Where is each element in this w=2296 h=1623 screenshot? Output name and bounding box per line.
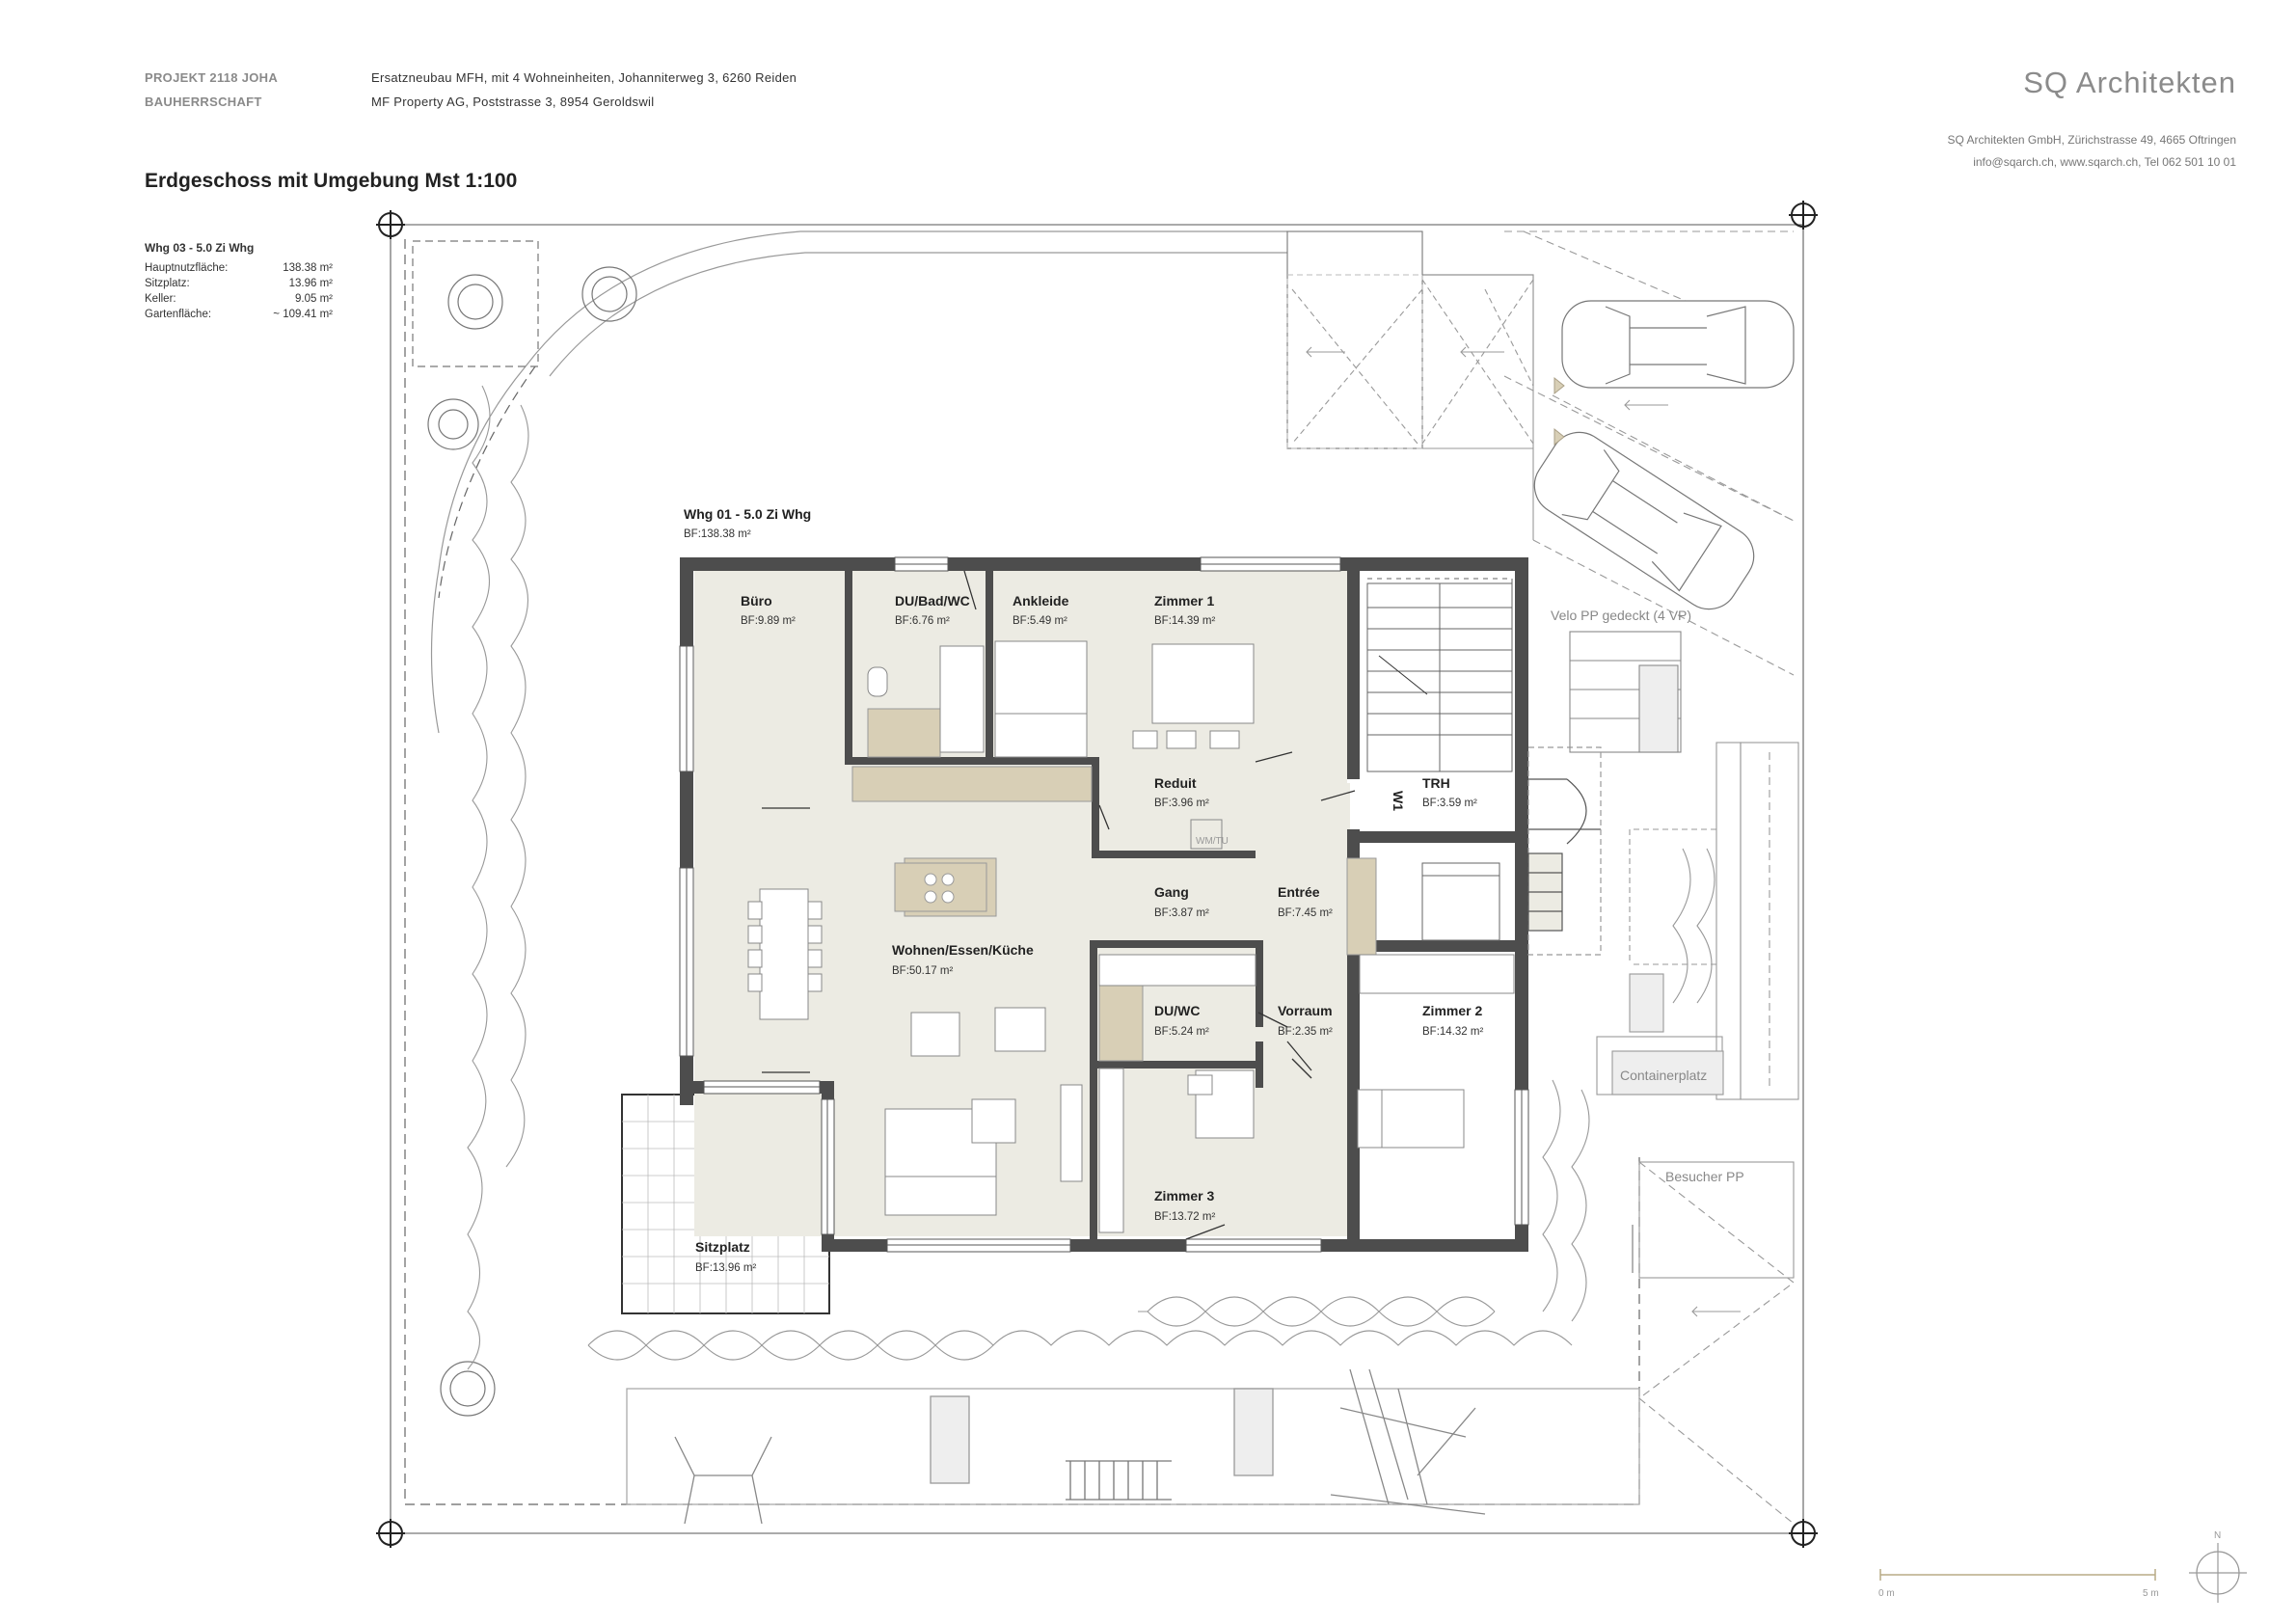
room-zimmer2-name: Zimmer 2	[1422, 1003, 1482, 1018]
room-ankleide-area: BF:5.49 m²	[1013, 615, 1067, 627]
corner-markers	[376, 201, 1818, 1548]
label-velo: Velo PP gedeckt (4 VP)	[1551, 608, 1691, 623]
address-line2: info@sqarch.ch, www.sqarch.ch, Tel 062 5…	[1973, 155, 2236, 169]
room-duwc-name: DU/WC	[1154, 1003, 1200, 1018]
room-vorraum-area: BF:2.35 m²	[1278, 1026, 1333, 1038]
car-icon	[1561, 300, 1795, 389]
project-label: PROJEKT 2118 JOHA	[145, 70, 279, 85]
room-zimmer1-area: BF:14.39 m²	[1154, 615, 1215, 627]
cooktop-icon	[894, 862, 987, 912]
label-container: Containerplatz	[1620, 1068, 1707, 1083]
unit-area: BF:138.38 m²	[684, 528, 751, 540]
trees	[412, 240, 637, 1417]
garden-paths	[430, 230, 1287, 734]
room-reduit-name: Reduit	[1154, 775, 1197, 791]
room-wohnen-name: Wohnen/Essen/Küche	[892, 942, 1034, 958]
room-entree-name: Entrée	[1278, 884, 1320, 900]
room-zimmer3-name: Zimmer 3	[1154, 1188, 1214, 1204]
scale-bar: 0 m 5 m	[1878, 1569, 2159, 1599]
label-w1: W1	[1391, 791, 1406, 811]
room-sitzplatz-area: BF:13.96 m²	[695, 1262, 756, 1274]
entrance-door	[1527, 746, 1602, 956]
room-zimmer2-area: BF:14.32 m²	[1422, 1026, 1483, 1038]
north-arrow-icon: N	[2189, 1530, 2247, 1603]
unit-name: Whg 01 - 5.0 Zi Whg	[684, 506, 811, 522]
room-trh-area: BF:3.59 m²	[1422, 798, 1477, 809]
room-gang-name: Gang	[1154, 884, 1189, 900]
room-zimmer1-name: Zimmer 1	[1154, 593, 1214, 609]
label-besucher: Besucher PP	[1665, 1169, 1744, 1184]
east-structures	[1596, 742, 1799, 1525]
room-entree-area: BF:7.45 m²	[1278, 907, 1333, 919]
windows	[679, 556, 1529, 1253]
stair-core	[1366, 578, 1513, 941]
car-icon	[1533, 431, 1755, 610]
interior-doors	[762, 570, 1356, 1240]
summary-title: Whg 03 - 5.0 Zi Whg	[145, 241, 255, 255]
room-buero-area: BF:9.89 m²	[741, 615, 796, 627]
address-line1: SQ Architekten GmbH, Zürichstrasse 49, 4…	[1947, 133, 2236, 147]
hedge-west	[467, 385, 529, 1370]
room-dubad-area: BF:6.76 m²	[895, 615, 950, 627]
site-labels: Velo PP gedeckt (4 VP) Containerplatz Be…	[1196, 608, 1744, 1184]
summary-row: Sitzplatz:13.96 m²	[145, 278, 333, 289]
hedge-east	[1542, 848, 1715, 1322]
label-wmtu: WM/TU	[1196, 836, 1229, 847]
brand-logo: SQ Architekten	[2023, 66, 2236, 99]
parking-markers	[1553, 376, 1565, 446]
south-play-area	[626, 1368, 1640, 1525]
hedge-south	[587, 1296, 1573, 1361]
room-ankleide-name: Ankleide	[1013, 593, 1069, 609]
scale-start: 0 m	[1878, 1588, 1895, 1599]
owner-text: MF Property AG, Poststrasse 3, 8954 Gero…	[371, 95, 655, 109]
scale-end: 5 m	[2143, 1588, 2159, 1599]
room-reduit-area: BF:3.96 m²	[1154, 798, 1209, 809]
owner-label: BAUHERRSCHAFT	[145, 95, 262, 109]
furniture	[747, 640, 1515, 1233]
north-label: N	[2214, 1530, 2221, 1541]
parking-area	[1286, 230, 1795, 676]
room-labels: Büro BF:9.89 m² DU/Bad/WC BF:6.76 m² Ank…	[684, 506, 1483, 1274]
room-sitzplatz-name: Sitzplatz	[695, 1239, 750, 1255]
room-vorraum-name: Vorraum	[1278, 1003, 1333, 1018]
room-trh-name: TRH	[1422, 775, 1450, 791]
room-dubad-name: DU/Bad/WC	[895, 593, 970, 609]
room-zimmer3-area: BF:13.72 m²	[1154, 1211, 1215, 1223]
unit-summary: Whg 03 - 5.0 Zi Whg Hauptnutzfläche:138.…	[145, 241, 333, 322]
room-gang-area: BF:3.87 m²	[1154, 907, 1209, 919]
bike-parking	[1569, 631, 1682, 753]
summary-row: Keller:9.05 m²	[145, 293, 333, 305]
drawing-title: Erdgeschoss mit Umgebung Mst 1:100	[145, 170, 518, 192]
room-duwc-area: BF:5.24 m²	[1154, 1026, 1209, 1038]
room-wohnen-area: BF:50.17 m²	[892, 965, 953, 977]
room-buero-name: Büro	[741, 593, 772, 609]
project-text: Ersatzneubau MFH, mit 4 Wohneinheiten, J…	[371, 70, 797, 85]
summary-row: Hauptnutzfläche:138.38 m²	[145, 262, 333, 274]
summary-row: Gartenfläche:~ 109.41 m²	[145, 309, 333, 320]
